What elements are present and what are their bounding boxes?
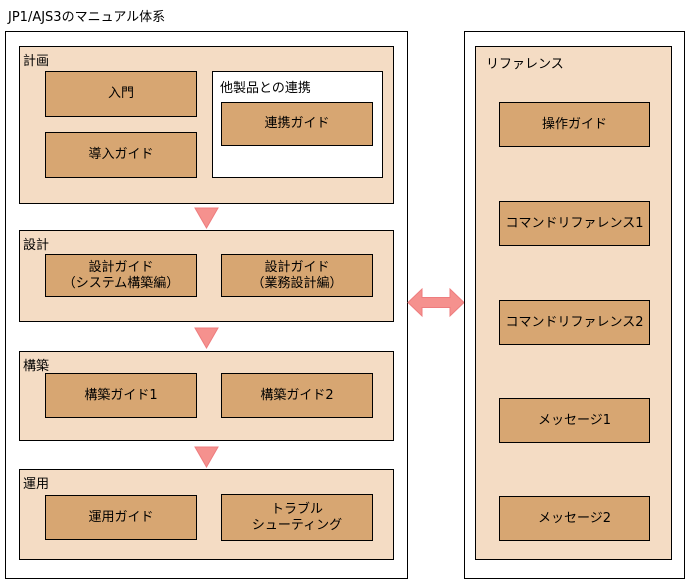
- manual-box-design-guide-work: 設計ガイド （業務設計編）: [221, 254, 373, 297]
- section-operation-label: 運用: [23, 477, 50, 492]
- section-operation: 運用 運用ガイド トラブル シューティング: [19, 469, 394, 560]
- section-reference: リファレンス 操作ガイド コマンドリファレンス1 コマンドリファレンス2 メッセ…: [475, 46, 672, 560]
- down-arrow-icon: [194, 446, 219, 468]
- manual-box-troubleshooting: トラブル シューティング: [221, 494, 373, 541]
- reference-panel: リファレンス 操作ガイド コマンドリファレンス1 コマンドリファレンス2 メッセ…: [464, 31, 685, 579]
- section-configuration: 構築 構築ガイド1 構築ガイド2: [19, 351, 394, 441]
- manual-box-messages-1: メッセージ1: [499, 398, 650, 443]
- lifecycle-panel: 計画 入門 導入ガイド 他製品との連携 連携ガイド 設計 設計ガイド （システム…: [5, 31, 408, 579]
- manual-box-messages-2: メッセージ2: [499, 496, 650, 541]
- manual-box-design-guide-system: 設計ガイド （システム構築編）: [45, 254, 197, 297]
- manual-box-operation-reference-guide: 操作ガイド: [499, 102, 650, 147]
- section-planning: 計画 入門 導入ガイド 他製品との連携 連携ガイド: [19, 46, 394, 204]
- down-arrow-icon: [194, 207, 219, 229]
- manual-box-command-reference-2: コマンドリファレンス2: [499, 300, 650, 345]
- subgroup-other-products-label: 他製品との連携: [220, 81, 311, 96]
- manual-box-command-reference-1: コマンドリファレンス1: [499, 201, 650, 246]
- section-configuration-label: 構築: [23, 359, 50, 374]
- manual-box-installation-guide: 導入ガイド: [45, 132, 197, 178]
- subgroup-other-products: 他製品との連携 連携ガイド: [212, 71, 383, 178]
- manual-box-configuration-guide-1: 構築ガイド1: [45, 373, 197, 418]
- section-planning-label: 計画: [23, 54, 50, 69]
- manual-box-operation-guide: 運用ガイド: [45, 495, 197, 540]
- manual-box-configuration-guide-2: 構築ガイド2: [221, 373, 373, 418]
- left-right-arrow-icon: [407, 287, 465, 318]
- section-design: 設計 設計ガイド （システム構築編） 設計ガイド （業務設計編）: [19, 230, 394, 322]
- manual-box-linkage-guide: 連携ガイド: [221, 102, 373, 146]
- diagram-title: JP1/AJS3のマニュアル体系: [8, 10, 166, 25]
- section-reference-label: リファレンス: [486, 57, 564, 72]
- section-design-label: 設計: [23, 238, 50, 253]
- down-arrow-icon: [194, 327, 219, 349]
- manual-box-introduction: 入門: [45, 71, 197, 117]
